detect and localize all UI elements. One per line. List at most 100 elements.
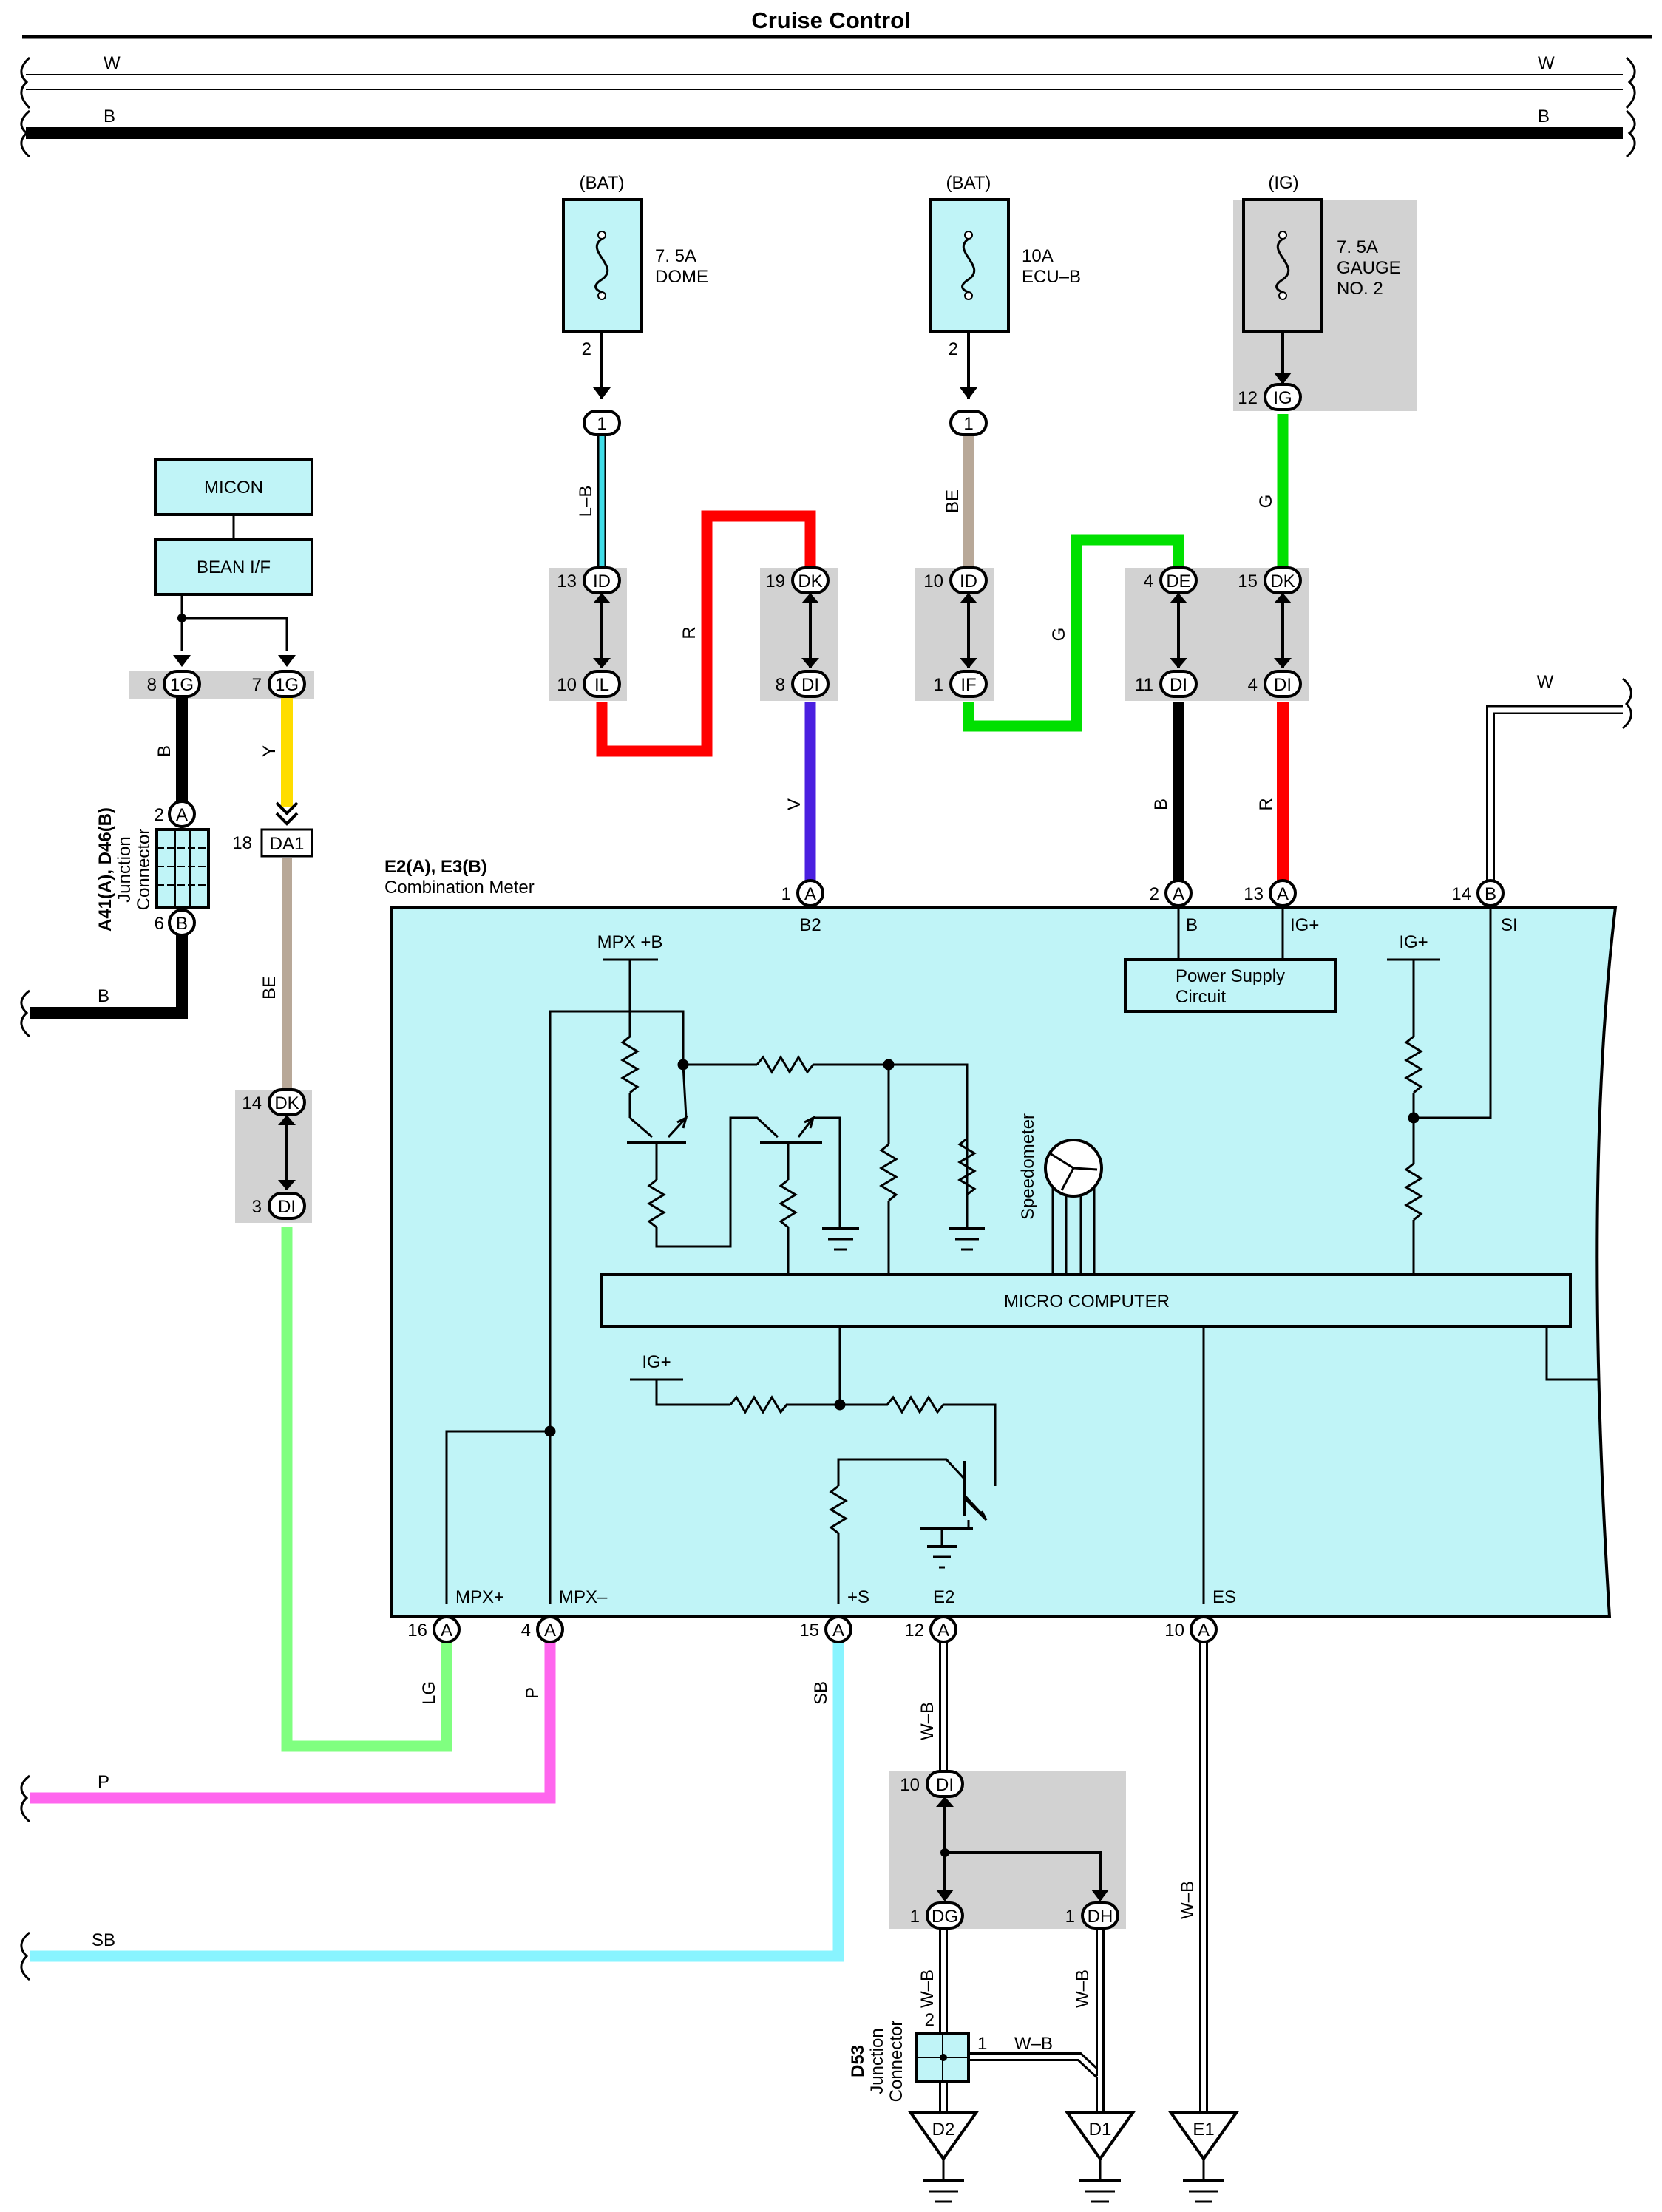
conn-if-pin: 1 (934, 675, 943, 695)
conn-a-2-id: A (176, 805, 188, 825)
d53-code: D53 (848, 2045, 868, 2077)
meter-pin-s-num: 15 (799, 1621, 819, 1641)
speedometer-label: Speedometer (1018, 1113, 1038, 1220)
conn-di-10-pin: 10 (900, 1775, 920, 1795)
connector-da1-pin: 18 (232, 833, 252, 853)
conn-il-id: IL (594, 675, 609, 695)
conn-dome-1-id: 1 (597, 414, 606, 434)
meter-pin-mpxm-name: MPX– (559, 1587, 608, 1607)
conn-dg-id: DG (932, 1907, 958, 1927)
fuse-gauge-rating: 7. 5A (1337, 237, 1378, 257)
wire-p-label-left: P (98, 1772, 109, 1792)
ground-e1-label: E1 (1193, 2120, 1214, 2140)
fuse-ecu-b: (BAT) 10A ECU–B 2 (929, 173, 1081, 359)
conn-id-13-id: ID (593, 571, 611, 591)
conn-1g-8-pin: 8 (147, 675, 157, 695)
d53-pin-2: 2 (925, 2010, 935, 2030)
meter-pin-e2-id: A (937, 1621, 949, 1641)
conn-di-11-id: DI (1170, 675, 1187, 695)
meter-pin-es-name: ES (1212, 1587, 1236, 1607)
fuse-dome: (BAT) 7. 5A DOME 2 (562, 173, 708, 359)
meter-pin-b-id: A (1173, 884, 1184, 904)
conn-de-id: DE (1166, 571, 1190, 591)
ground-d1: D1 (1065, 2111, 1136, 2203)
wires-top (596, 331, 1632, 881)
wire-b-label-1: B (1151, 798, 1171, 810)
ground-points: D2 D1 E1 (908, 2111, 1239, 2203)
meter-pin-ig-name: IG+ (1290, 915, 1319, 935)
wires-left (20, 698, 844, 1981)
conn-id-10-pin: 10 (923, 571, 943, 591)
micro-computer-label: MICRO COMPUTER (1004, 1292, 1170, 1312)
conn-a-2-pin: 2 (155, 805, 164, 825)
wire-lg-label: LG (419, 1681, 439, 1705)
conn-dk-14-id: DK (274, 1093, 299, 1113)
conn-ig-pin: 12 (1238, 388, 1258, 408)
fuse-ecub-source: (BAT) (946, 173, 991, 193)
conn-dg-pin: 1 (910, 1907, 920, 1927)
meter-pin-b2-id: A (804, 884, 816, 904)
bottom-connectors: DI 10 DG 1 DH 1 (900, 1770, 1119, 1930)
meter-pin-mpxm-id: A (544, 1621, 556, 1641)
wire-v-label: V (784, 798, 804, 810)
junction-a41-line2: Connector (134, 829, 154, 911)
wire-b-label-3: B (98, 986, 109, 1006)
meter-pin-mpxp-num: 16 (407, 1621, 427, 1641)
conn-1g-7-pin: 7 (252, 675, 262, 695)
connector-da1: 18 DA1 (232, 801, 313, 858)
wire-wb-label-5: W–B (1014, 2034, 1053, 2054)
wire-code-labels: L–B R V BE G G B R W B Y B BE LG P P SB … (92, 486, 1554, 2054)
connector-arrows (173, 373, 1292, 1901)
meter-pin-mpxp-id: A (441, 1621, 452, 1641)
conn-ig-id: IG (1273, 388, 1292, 408)
conn-dk-15-id: DK (1270, 571, 1295, 591)
bus-w-label-right: W (1538, 53, 1555, 73)
conn-dh-pin: 1 (1065, 1907, 1075, 1927)
fuse-gauge: (IG) 7. 5A GAUGE NO. 2 (1242, 173, 1401, 333)
conn-dk-19-id: DK (798, 571, 822, 591)
conn-dk-15-pin: 15 (1238, 571, 1258, 591)
ground-e1: E1 (1168, 2111, 1239, 2203)
conn-b-6-pin: 6 (155, 914, 164, 934)
meter-pin-es-id: A (1198, 1621, 1210, 1641)
meter-name: Combination Meter (384, 878, 535, 898)
bus-b-label-right: B (1538, 106, 1550, 126)
micon-label: MICON (204, 478, 263, 498)
conn-di-11-pin: 11 (1135, 675, 1153, 695)
fuse-dome-name: DOME (655, 267, 708, 287)
d53-pin-1: 1 (977, 2034, 987, 2054)
conn-dh-id: DH (1088, 1907, 1113, 1927)
conn-il-pin: 10 (557, 675, 577, 695)
fuse-gauge-source: (IG) (1268, 173, 1298, 193)
fuse-ecub-pin: 2 (949, 339, 958, 359)
meter-pin-ig-id: A (1277, 884, 1289, 904)
wire-sb-label-left: SB (92, 1930, 115, 1950)
ig-plus-label-right: IG+ (1399, 932, 1428, 952)
conn-1g-7-id: 1G (275, 675, 299, 695)
wire-be-label-2: BE (260, 976, 279, 1000)
meter-pin-si-name: SI (1501, 915, 1518, 935)
wire-be-label-1: BE (943, 489, 963, 513)
conn-dk-14-pin: 14 (242, 1093, 262, 1113)
left-module: MICON BEAN I/F (154, 458, 313, 651)
page-title: Cruise Control (751, 7, 910, 33)
fuse-ecub-name: ECU–B (1022, 267, 1081, 287)
wire-y-label: Y (260, 745, 279, 757)
ground-d2-label: D2 (932, 2120, 955, 2140)
conn-di-8-pin: 8 (776, 675, 785, 695)
meter-pin-ig-num: 13 (1244, 884, 1264, 904)
conn-1g-8-id: 1G (170, 675, 194, 695)
d53-line1: Junction (867, 2028, 887, 2094)
wire-b-label-2: B (155, 745, 174, 757)
wire-r-label-2: R (1256, 798, 1276, 810)
conn-di-4-id: DI (1274, 675, 1292, 695)
connector-ovals: 1 ID 13 IL 10 DK 19 DI 8 1 ID 10 IF 1 DE… (147, 383, 1302, 1220)
fuse-dome-pin: 2 (582, 339, 591, 359)
meter-code: E2(A), E3(B) (384, 857, 487, 877)
ground-d1-label: D1 (1089, 2120, 1112, 2140)
junction-a41-code: A41(A), D46(B) (95, 807, 115, 932)
wire-g-label-2: G (1256, 495, 1276, 509)
conn-di-4-pin: 4 (1248, 675, 1258, 695)
wire-wb-label-2: W–B (918, 1970, 937, 2008)
